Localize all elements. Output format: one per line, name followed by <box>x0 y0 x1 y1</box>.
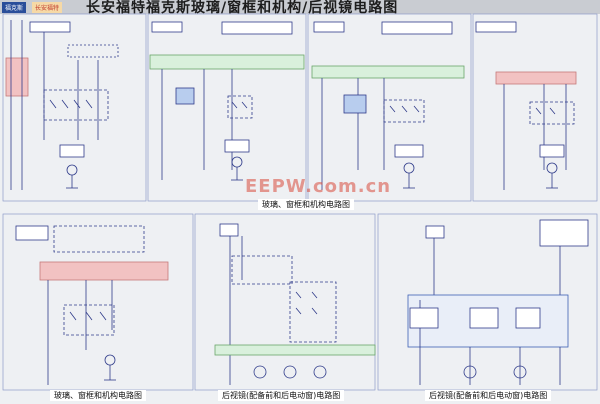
schematic-panel-4 <box>475 21 577 190</box>
panel-frame-1 <box>2 13 147 202</box>
brand-label-focus: 福克斯 <box>2 2 27 13</box>
green-connector-bar <box>149 54 305 70</box>
panel-frame-4 <box>472 13 598 202</box>
brand-label-changan: 长安福特 <box>32 2 63 13</box>
schematic-panel-2 <box>149 21 305 181</box>
schematic-panel-6 <box>214 223 376 385</box>
panel-frame-3 <box>307 13 472 202</box>
fuse-block <box>5 57 29 97</box>
schematic-panel-5 <box>15 225 169 385</box>
eepw-watermark: EEPW.com.cn <box>245 176 392 197</box>
panel-frame-6 <box>194 213 376 391</box>
schematic-panel-7 <box>407 219 589 385</box>
page-title: 长安福特福克斯玻璃/窗框和机构/后视镜电路图 <box>86 0 399 16</box>
title-bar <box>0 0 600 14</box>
schematic-panel-3 <box>311 21 465 190</box>
schematic-panel-1 <box>5 20 119 190</box>
panel-frame-2 <box>147 13 307 202</box>
caption-window-frame-top: 玻璃、窗框和机构电路图 <box>258 199 354 210</box>
caption-mirror-b: 后视镜(配备前和后电动窗)电路图 <box>425 390 552 401</box>
caption-mirror-a: 后视镜(配备前和后电动窗)电路图 <box>218 390 345 401</box>
caption-window-frame-bottom: 玻璃、窗框和机构电路图 <box>50 390 146 401</box>
